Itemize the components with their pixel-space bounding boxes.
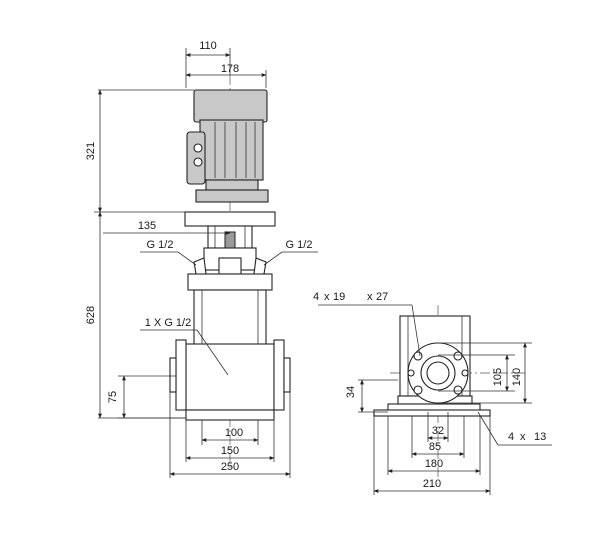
flange-bolt-hole-icon	[453, 385, 463, 395]
dim-base-outer: 250	[221, 461, 239, 473]
flange-bolt-hole-icon	[407, 369, 415, 377]
motor-stool-top	[205, 179, 259, 191]
dim-pump-height: 628	[85, 306, 97, 324]
foot-base-flange	[373, 409, 491, 417]
pump-base	[169, 339, 291, 421]
label-bolt-holes-x: x	[324, 291, 330, 303]
base-plate	[185, 409, 275, 421]
dim-pcd: 32	[432, 425, 444, 437]
label-base-holes-count: 4	[508, 431, 514, 443]
flange-bolt-hole-icon	[461, 369, 469, 377]
motor-stand	[184, 211, 276, 251]
motor-flange	[195, 189, 269, 203]
dim-inlet-height: 75	[107, 391, 119, 403]
inlet-flange	[175, 339, 187, 411]
flange-bolt-hole-icon	[453, 351, 463, 361]
cable-gland-icon	[193, 143, 203, 153]
inlet-flange-face	[169, 357, 177, 393]
dim-bolt-spacing: 85	[429, 441, 441, 453]
dim-base-total: 210	[423, 478, 441, 490]
dim-base-inner: 100	[225, 427, 243, 439]
pump-head-nameplate	[218, 257, 242, 275]
pump-head-flange	[187, 273, 273, 291]
flange-bolt-hole-icon	[413, 385, 423, 395]
outlet-flange-face	[283, 357, 291, 393]
dim-coupling-width: 135	[138, 220, 156, 232]
outlet-flange	[273, 339, 285, 411]
motor-stand-plate	[184, 211, 276, 227]
motor-top-cover	[193, 89, 268, 123]
label-drain: 1 X G 1/2	[145, 317, 191, 329]
right-vent-plug-icon	[253, 257, 267, 275]
label-bolt-holes-count: 4	[313, 291, 319, 303]
left-vent-plug-icon	[193, 257, 207, 275]
dim-flange-inner: 105	[492, 368, 504, 386]
motor	[186, 89, 269, 203]
coupling	[224, 231, 236, 251]
flange-inner-bore	[426, 361, 450, 385]
label-bolt-holes-depth-x: x	[367, 291, 373, 303]
label-bolt-holes-size: 19	[333, 291, 345, 303]
dim-base-mid: 150	[221, 445, 239, 457]
label-base-holes-size: 13	[534, 431, 546, 443]
label-base-holes-x: x	[520, 431, 526, 443]
label-left-vent: G 1/2	[147, 239, 174, 251]
dim-motor-width: 110	[199, 40, 217, 52]
dim-foot-height: 34	[345, 386, 357, 398]
dim-flange-outer: 140	[511, 368, 523, 386]
pump-head	[187, 247, 273, 291]
base-body	[185, 343, 275, 411]
dim-motor-total-width: 178	[221, 63, 239, 75]
side-view: 110 178 321 628 135 G 1/2 G 1/2 1 X G 1/…	[85, 40, 318, 478]
motor-body	[199, 119, 264, 181]
label-bolt-holes-depth: 27	[376, 291, 388, 303]
dim-base-width: 180	[425, 458, 443, 470]
dim-motor-height: 321	[85, 142, 97, 160]
label-right-vent: G 1/2	[286, 239, 313, 251]
foot-view: 4 x 19 x 27 105 140 34 4 x 13 32 85	[313, 291, 552, 495]
cable-gland-icon	[193, 157, 203, 167]
flange-bolt-hole-icon	[413, 351, 423, 361]
